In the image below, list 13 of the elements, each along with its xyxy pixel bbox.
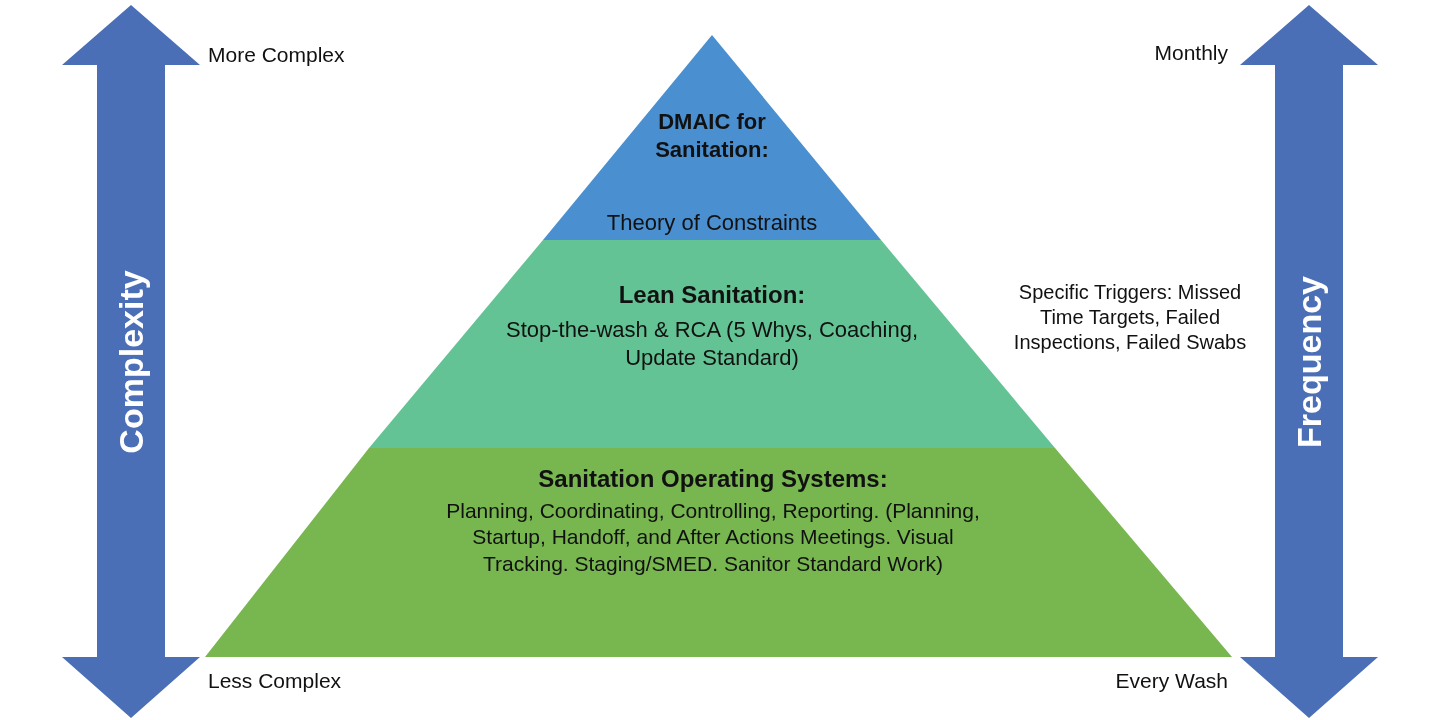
tier-text: Planning, Coordinating, Controlling, Reporting. (Planning, Startup, Handoff, and After Actions Meetings. Visual Tracking. Staging/SMED. Sanitor Standard Work) bbox=[445, 498, 981, 577]
tier-heading: Lean Sanitation: bbox=[617, 280, 807, 310]
scale-label: Monthly bbox=[1153, 40, 1228, 66]
scale-label: Every Wash bbox=[1114, 668, 1228, 694]
tier-heading: Sanitation Operating Systems: bbox=[537, 464, 889, 494]
note-text: Specific Triggers: Missed Time Targets, Failed Inspections, Failed Swabs bbox=[1012, 280, 1248, 355]
scale-label: Less Complex bbox=[208, 668, 343, 694]
axis-label: Complexity bbox=[111, 269, 151, 454]
tier-text: Stop-the-wash & RCA (5 Whys, Coaching, Update Standard) bbox=[504, 316, 920, 371]
tier-text: Theory of Constraints bbox=[605, 208, 819, 236]
scale-label: More Complex bbox=[208, 42, 346, 68]
tier-heading: DMAIC for Sanitation: bbox=[654, 108, 770, 163]
axis-label: Frequency bbox=[1289, 275, 1329, 448]
